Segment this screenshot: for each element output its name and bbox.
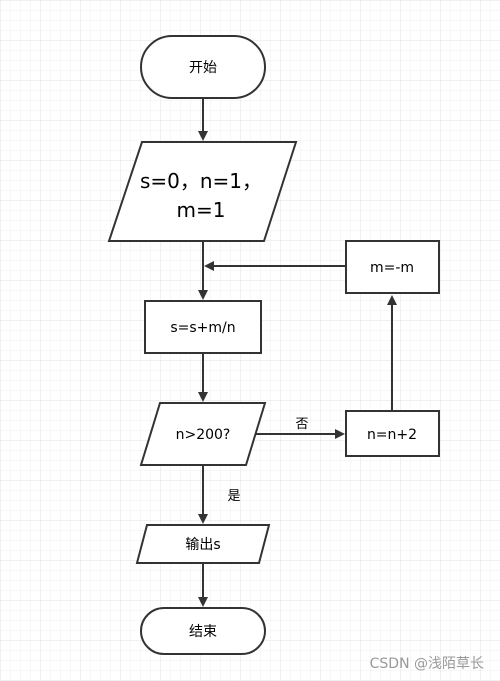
- start-node[interactable]: 开始: [140, 35, 266, 99]
- init-shape: [107, 141, 298, 242]
- end-label: 结束: [189, 624, 217, 640]
- condition-node[interactable]: n>200?: [139, 402, 267, 466]
- end-shape: [140, 607, 266, 655]
- output-shape: [135, 524, 271, 564]
- output-label: 输出s: [185, 537, 220, 553]
- condition-label: n>200?: [176, 427, 231, 443]
- condition-shape: [139, 402, 267, 466]
- watermark: CSDN @浅陌草长: [370, 656, 484, 672]
- init-label-line2: m=1: [177, 198, 226, 222]
- init-node[interactable]: s=0，n=1， m=1: [107, 141, 298, 242]
- update-n-node[interactable]: n=n+2: [345, 410, 440, 457]
- end-node[interactable]: 结束: [140, 607, 266, 655]
- start-label: 开始: [189, 60, 217, 76]
- update-s-shape: [144, 300, 262, 354]
- update-m-shape: [345, 240, 440, 294]
- edge-label-yes: 是: [227, 489, 240, 504]
- init-label-line1: s=0，n=1，: [140, 169, 262, 193]
- update-s-label: s=s+m/n: [170, 320, 235, 336]
- update-s-node[interactable]: s=s+m/n: [144, 300, 262, 354]
- edge-label-no: 否: [295, 417, 308, 432]
- update-m-label: m=-m: [370, 260, 414, 276]
- update-n-label: n=n+2: [367, 427, 417, 443]
- update-m-node[interactable]: m=-m: [345, 240, 440, 294]
- output-node[interactable]: 输出s: [135, 524, 271, 564]
